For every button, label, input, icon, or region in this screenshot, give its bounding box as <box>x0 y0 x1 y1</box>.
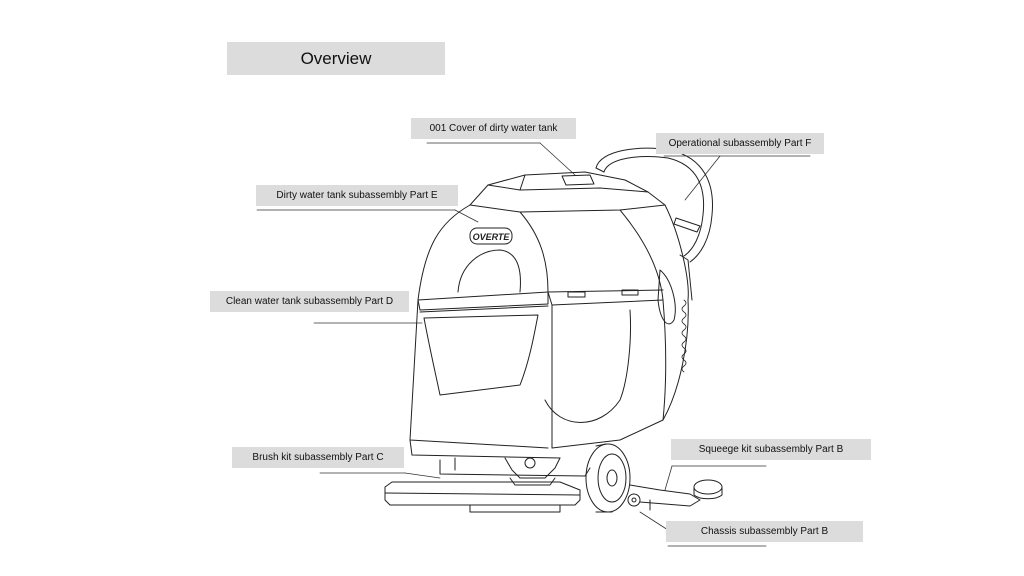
callout-operational-subassembly: Operational subassembly Part F <box>656 133 824 154</box>
wheel-drawing <box>586 444 722 512</box>
top-cover-drawing <box>470 172 665 212</box>
callout-cover-dirty-tank: 001 Cover of dirty water tank <box>411 118 576 139</box>
callout-clean-tank-subassembly: Clean water tank subassembly Part D <box>210 291 409 312</box>
hose-drawing <box>682 300 686 372</box>
brush-deck-drawing <box>385 458 590 512</box>
leader-lines <box>257 143 810 546</box>
clean-tank-drawing <box>410 255 692 458</box>
dirty-tank-drawing: OVERTE <box>418 205 688 300</box>
handle-drawing <box>596 148 713 262</box>
callout-chassis-subassembly: Chassis subassembly Part B <box>666 521 863 542</box>
page-title: Overview <box>227 42 445 75</box>
callout-brush-kit-subassembly: Brush kit subassembly Part C <box>232 447 404 468</box>
callout-dirty-tank-subassembly: Dirty water tank subassembly Part E <box>256 185 458 206</box>
brand-logo: OVERTE <box>473 232 511 242</box>
callout-squeegee-kit-subassembly: Squeege kit subassembly Part B <box>671 439 871 460</box>
